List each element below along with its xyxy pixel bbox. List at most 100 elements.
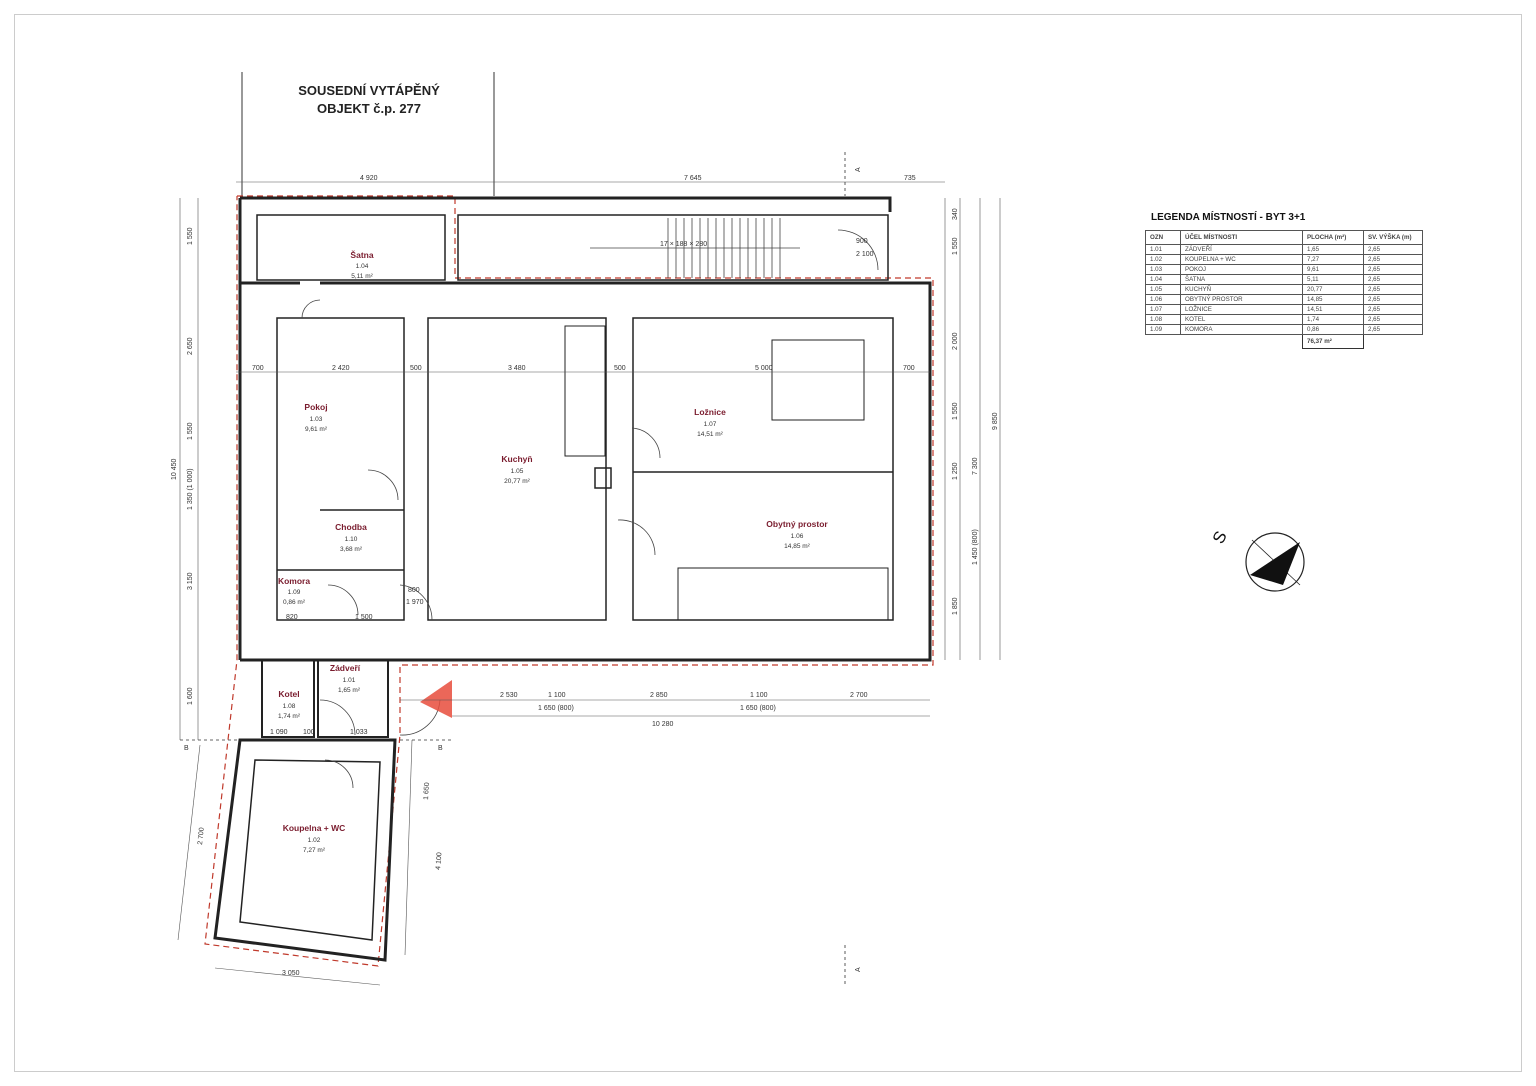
dimension-label: 800 <box>408 587 420 594</box>
dimension-label: 735 <box>904 175 916 182</box>
room-label-text: Komora <box>278 576 310 586</box>
room-label-text: 1.05 <box>511 468 524 475</box>
dimension-label: 1 970 <box>406 599 424 606</box>
room-label-text: 3,68 m² <box>340 546 363 553</box>
table-cell: 0,86 <box>1302 324 1364 335</box>
table-cell: 1.05 <box>1145 284 1181 295</box>
table-cell: 1.09 <box>1145 324 1181 335</box>
dimension-labels: 4 920 7 645 735 700 2 420 500 3 480 500 … <box>171 175 999 977</box>
table-cell: 1,74 <box>1302 314 1364 325</box>
dimension-label: 4 100 <box>435 852 444 870</box>
neighbour-building <box>241 72 495 196</box>
table-cell: POKOJ <box>1180 264 1303 275</box>
table-cell: KOUPELNA + WC <box>1180 254 1303 265</box>
neighbour-title-2: OBJEKT č.p. 277 <box>317 101 421 116</box>
table-cell: 1,65 <box>1302 244 1364 255</box>
room-label-text: 1,65 m² <box>338 687 361 694</box>
table-cell: 2,65 <box>1363 304 1423 315</box>
dimension-label: 1 550 <box>952 402 959 420</box>
room-label-text: Kuchyň <box>501 454 532 464</box>
section-a-bottom: A <box>855 967 862 972</box>
dimension-label: 700 <box>252 365 264 372</box>
total-area: 76,37 m² <box>1302 334 1364 349</box>
table-cell: 1.01 <box>1145 244 1181 255</box>
dimension-label: 2 100 <box>856 251 874 258</box>
room-label-text: Pokoj <box>304 402 327 412</box>
dimension-label: 2 700 <box>850 692 868 699</box>
legend-column-header: ÚČEL MÍSTNOSTI <box>1180 230 1303 245</box>
dimension-label: 500 <box>410 365 422 372</box>
dimension-label: 1 650 <box>423 782 431 800</box>
dimension-label: 10 450 <box>171 458 178 480</box>
table-cell: 9,61 <box>1302 264 1364 275</box>
room-label-text: 20,77 m² <box>504 478 530 485</box>
room-legend: LEGENDA MÍSTNOSTÍ - BYT 3+1 OZN ÚČEL MÍS… <box>1145 212 1423 349</box>
table-cell: 2,65 <box>1363 294 1423 305</box>
table-cell: 14,85 <box>1302 294 1364 305</box>
dimension-label: 4 920 <box>360 175 378 182</box>
dimension-label: 1 550 <box>187 422 194 440</box>
table-cell: KUCHYŇ <box>1180 284 1303 295</box>
section-marks <box>180 152 846 985</box>
stair-note: 17 × 188 × 280 <box>660 241 707 248</box>
dimension-label: 2 530 <box>500 692 518 699</box>
dimension-label: 3 480 <box>508 365 526 372</box>
walls <box>213 196 932 962</box>
room-label-text: Zádveří <box>330 663 361 673</box>
legend-column-header: PLOCHA (m²) <box>1302 230 1364 245</box>
dimension-label: 500 <box>614 365 626 372</box>
room-label-text: 9,61 m² <box>305 426 328 433</box>
room-label-text: 0,86 m² <box>283 599 306 606</box>
table-cell: 1.03 <box>1145 264 1181 275</box>
section-a-top: A <box>855 167 862 172</box>
dimension-label: 2 420 <box>332 365 350 372</box>
room-label-text: 1.09 <box>288 589 301 596</box>
dimension-label: 1 090 <box>270 729 288 736</box>
room-label-text: 1.06 <box>791 533 804 540</box>
dimension-label: 2 700 <box>197 827 206 845</box>
dimension-label: 1 450 (800) <box>972 529 979 565</box>
dimension-label: 1 250 <box>952 462 959 480</box>
staircase <box>590 218 800 278</box>
room-label-zadveri: Zádveří 1.01 1,65 m² <box>330 663 361 694</box>
entry-marker <box>420 680 452 718</box>
dimension-label: 2 000 <box>952 332 959 350</box>
room-label-text: Koupelna + WC <box>283 823 346 833</box>
room-label-text: 1.02 <box>308 837 321 844</box>
room-label-text: 1.01 <box>343 677 356 684</box>
dimension-label: 700 <box>903 365 915 372</box>
table-cell: 20,77 <box>1302 284 1364 295</box>
dimension-label: 10 280 <box>652 721 674 728</box>
dimension-label: 1 650 (800) <box>740 705 776 712</box>
table-cell: 7,27 <box>1302 254 1364 265</box>
table-cell: 1.02 <box>1145 254 1181 265</box>
room-label-text: Ložnice <box>694 407 726 417</box>
table-cell: KOMORA <box>1180 324 1303 335</box>
table-cell: 2,65 <box>1363 264 1423 275</box>
dimension-label: 1 650 (800) <box>538 705 574 712</box>
table-cell: 2,65 <box>1363 314 1423 325</box>
room-label-text: 5,11 m² <box>351 273 373 280</box>
table-cell: KOTEL <box>1180 314 1303 325</box>
room-label-komora: Komora 1.09 0,86 m² <box>278 576 310 606</box>
room-label-text: 1.08 <box>283 703 296 710</box>
neighbour-title-1: SOUSEDNÍ VYTÁPĚNÝ <box>298 83 440 98</box>
dimension-lines <box>177 181 1001 986</box>
room-label-text: 14,85 m² <box>784 543 810 550</box>
apartment-boundary <box>204 195 934 967</box>
legend-total-row: 76,37 m² <box>1146 334 1423 349</box>
table-cell: 1.06 <box>1145 294 1181 305</box>
room-label-text: Chodba <box>335 522 367 532</box>
room-label-koupelna: Koupelna + WC1.027,27 m² <box>283 823 346 854</box>
